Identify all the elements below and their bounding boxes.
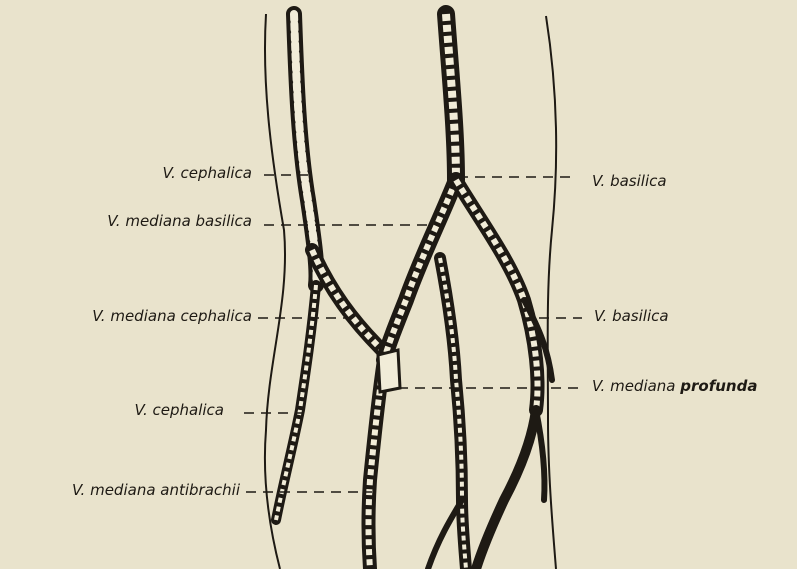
label-cephalica-lower: V. cephalica	[40, 403, 224, 418]
vein-basilica-tail-2	[536, 410, 545, 500]
arm-outline-right	[546, 16, 556, 569]
label-mediana-cephalica: V. mediana cephalica	[10, 309, 252, 324]
label-basilica-upper: V. basilica	[592, 174, 667, 189]
vein-mediana-profunda	[378, 350, 400, 392]
label-mediana-profunda: V. mediana profunda	[592, 379, 757, 394]
vein-basilica-tail	[476, 410, 536, 569]
vein-inner-branch	[428, 500, 462, 569]
vein-cephalica-lower	[276, 285, 316, 520]
label-mediana-antibrachii: V. mediana antibrachii	[2, 483, 240, 498]
label-cephalica-upper: V. cephalica	[60, 166, 252, 181]
vein-basilica-lower-fill	[456, 180, 538, 410]
label-basilica-lower: V. basilica	[594, 309, 669, 324]
label-mediana-profunda-prefix: V. mediana	[592, 377, 676, 395]
label-mediana-basilica: V. mediana basilica	[20, 214, 252, 229]
label-mediana-profunda-suffix: profunda	[680, 377, 757, 395]
